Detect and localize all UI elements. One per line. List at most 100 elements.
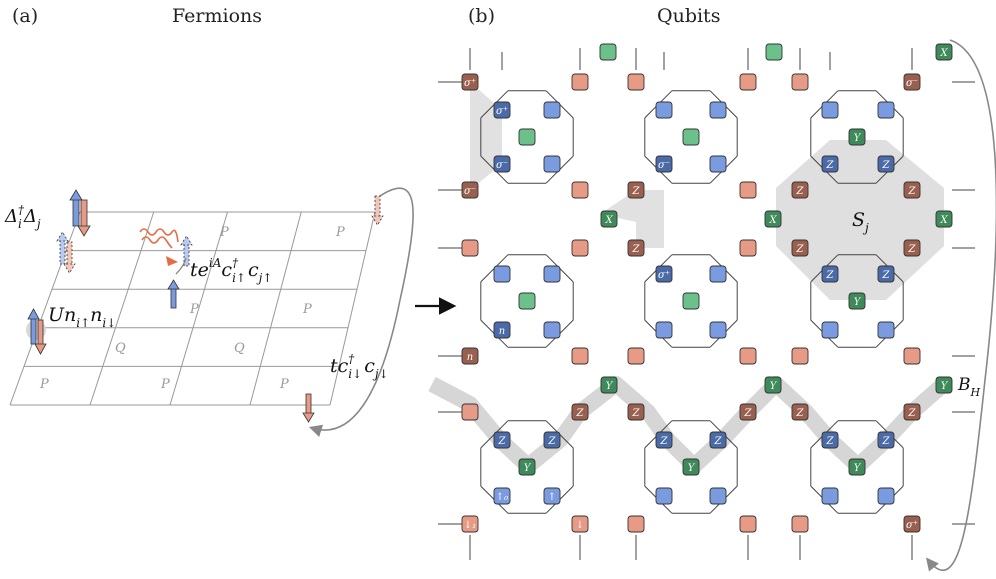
fermion-lattice: P P P P Q Q P P P: [4, 187, 414, 437]
stabilizer-tile-box: [848, 458, 866, 476]
qubit: [493, 265, 511, 283]
qubit: Z: [543, 431, 561, 449]
hamiltonian-term-label: BH: [957, 375, 981, 399]
qubit-box: [821, 431, 839, 449]
qubit: n: [461, 347, 479, 365]
qubit-box: [461, 73, 479, 91]
qubit: ↑: [543, 487, 561, 505]
stabilizer-tile-label: Y: [524, 463, 532, 474]
qubit: σ⁺: [461, 73, 479, 91]
qubit-box: [571, 347, 589, 365]
stabilizer-tile-label: Y: [941, 381, 949, 392]
qubit-boundary-loop: [925, 39, 996, 572]
qubit-box: [821, 155, 839, 173]
qubit-box: [493, 431, 511, 449]
spin-pair-dashed: [56, 231, 76, 274]
qubit-box: [571, 181, 589, 199]
qubit-box: [903, 515, 921, 533]
qubit-box: [571, 73, 589, 91]
qubit-label: Z: [882, 160, 891, 171]
qubit: [709, 487, 727, 505]
qubit: [627, 347, 645, 365]
qubit: [571, 181, 589, 199]
stabilizer-tile-box: [600, 210, 618, 228]
qubit-label: Z: [548, 436, 557, 447]
qubit-box: [739, 239, 757, 257]
qubit: Z: [877, 155, 895, 173]
plaquette-p-label: P: [219, 225, 229, 240]
qubit: [709, 101, 727, 119]
qubit-box: [877, 101, 895, 119]
qubit-box: [739, 181, 757, 199]
qubit-box: [709, 431, 727, 449]
qubit: [739, 181, 757, 199]
qubit-box: [821, 487, 839, 505]
plaquette-q-label: Q: [115, 341, 126, 356]
stabilizer-tile: [518, 292, 536, 310]
qubit-box: [821, 321, 839, 339]
stabilizer-tile-box: [935, 43, 953, 61]
spin-up-hop: [167, 279, 180, 309]
stabilizer-tile-label: Y: [606, 381, 614, 392]
qubit-box: [655, 101, 673, 119]
qubit-box: [543, 155, 561, 173]
stabilizer-tile: [599, 43, 617, 61]
qubit-label: Z: [576, 408, 585, 419]
qubit: [571, 347, 589, 365]
qubit-box: [903, 347, 921, 365]
qubit-label: Z: [826, 270, 835, 281]
qubit: σ⁺: [655, 265, 673, 283]
stabilizer-tile: X: [935, 210, 953, 228]
qubit: [877, 321, 895, 339]
qubit: [655, 487, 673, 505]
stabilizer-tile-label: X: [939, 215, 948, 226]
qubit-label: σ⁺: [464, 78, 476, 89]
qubit: [627, 515, 645, 533]
stabilizer-tile: X: [935, 43, 953, 61]
qubit-box: [571, 515, 589, 533]
qubit: Z: [627, 181, 645, 199]
qubit: [461, 403, 479, 421]
qubit-box: [571, 239, 589, 257]
qubit-box: [627, 181, 645, 199]
qubit-box: [709, 487, 727, 505]
qubit-box: [461, 181, 479, 199]
spin-up-dashed-hop: [180, 235, 193, 267]
qubit-box: [903, 403, 921, 421]
stabilizer-tile-box: [518, 128, 536, 146]
boundary-loop: [308, 187, 414, 437]
qubit: Z: [791, 239, 809, 257]
qubit: σ⁻: [493, 155, 511, 173]
stabilizer-tile-box: [518, 458, 536, 476]
qubit: Z: [903, 403, 921, 421]
qubit-box: [877, 431, 895, 449]
hopping-up-term: teiAc†i↑cj↑: [190, 256, 272, 285]
stabilizer-tile-box: [848, 292, 866, 310]
grid-col-line: [249, 211, 302, 406]
qubit: Z: [571, 403, 589, 421]
qubit-label: ↓: [576, 520, 584, 531]
qubit: [903, 347, 921, 365]
qubit: [791, 347, 809, 365]
panel-b-title: Qubits: [657, 5, 720, 27]
qubit-label: Z: [908, 244, 917, 255]
qubit-label: σ⁻: [496, 160, 508, 171]
qubit: [543, 155, 561, 173]
qubit-box: [655, 265, 673, 283]
qubit-box: [709, 321, 727, 339]
qubit-label: Z: [632, 244, 641, 255]
qubit-box: [655, 431, 673, 449]
qubit-label: n: [467, 352, 473, 363]
qubit-label: σ⁺: [496, 106, 508, 117]
qubit-label: Z: [632, 186, 641, 197]
qubit-box: [791, 515, 809, 533]
qubit-label: Z: [882, 270, 891, 281]
stabilizer-tile-box: [599, 43, 617, 61]
qubit: [571, 239, 589, 257]
stabilizer-tile: Y: [600, 376, 618, 394]
qubit-box: [493, 155, 511, 173]
qubit: Z: [903, 239, 921, 257]
qubit: [543, 265, 561, 283]
qubit-box: [461, 239, 479, 257]
